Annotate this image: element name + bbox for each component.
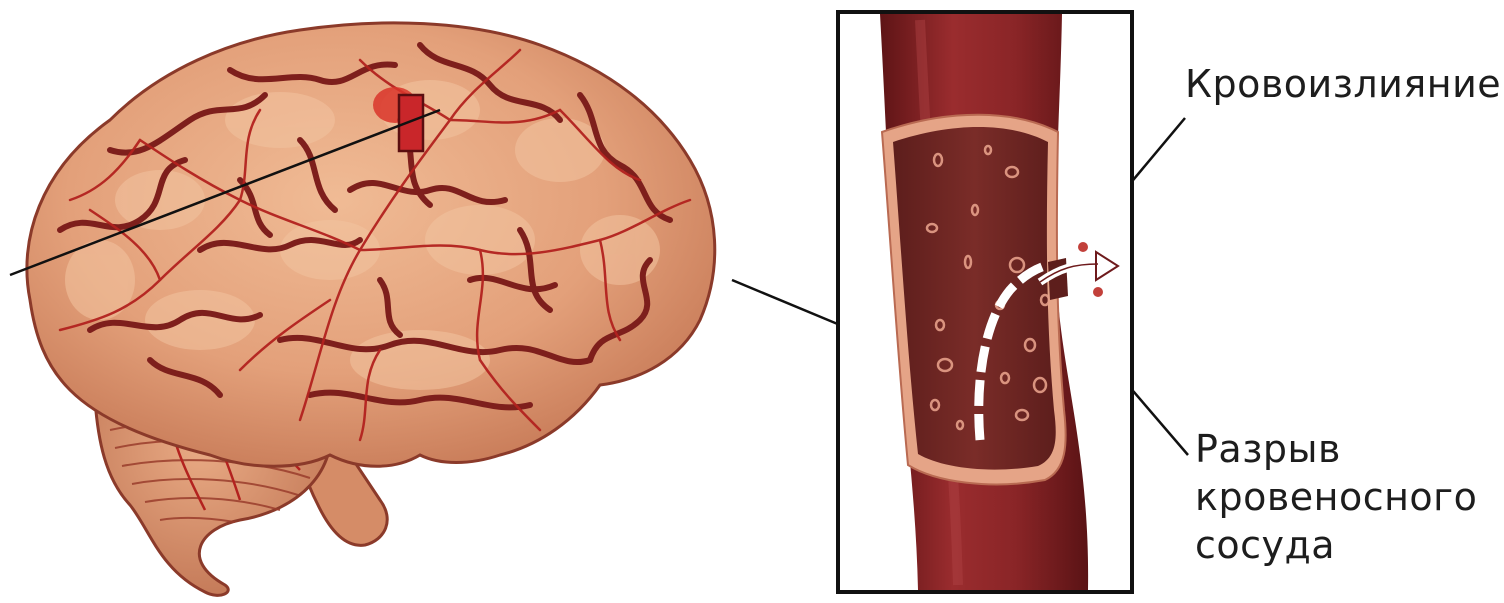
brain-illustration bbox=[27, 23, 715, 595]
vessel-rupture-label-line-2: кровеносного bbox=[1195, 473, 1477, 521]
zoom-connector-line bbox=[732, 280, 840, 325]
vessel-rupture-label-line-3: сосуда bbox=[1195, 521, 1477, 569]
vessel-inset bbox=[838, 12, 1132, 592]
hemorrhage-label: Кровоизлияние bbox=[1185, 62, 1501, 106]
vessel-rupture-label: Разрыв кровеносного сосуда bbox=[1195, 425, 1477, 569]
vessel-rupture-label-line-1: Разрыв bbox=[1195, 425, 1477, 473]
